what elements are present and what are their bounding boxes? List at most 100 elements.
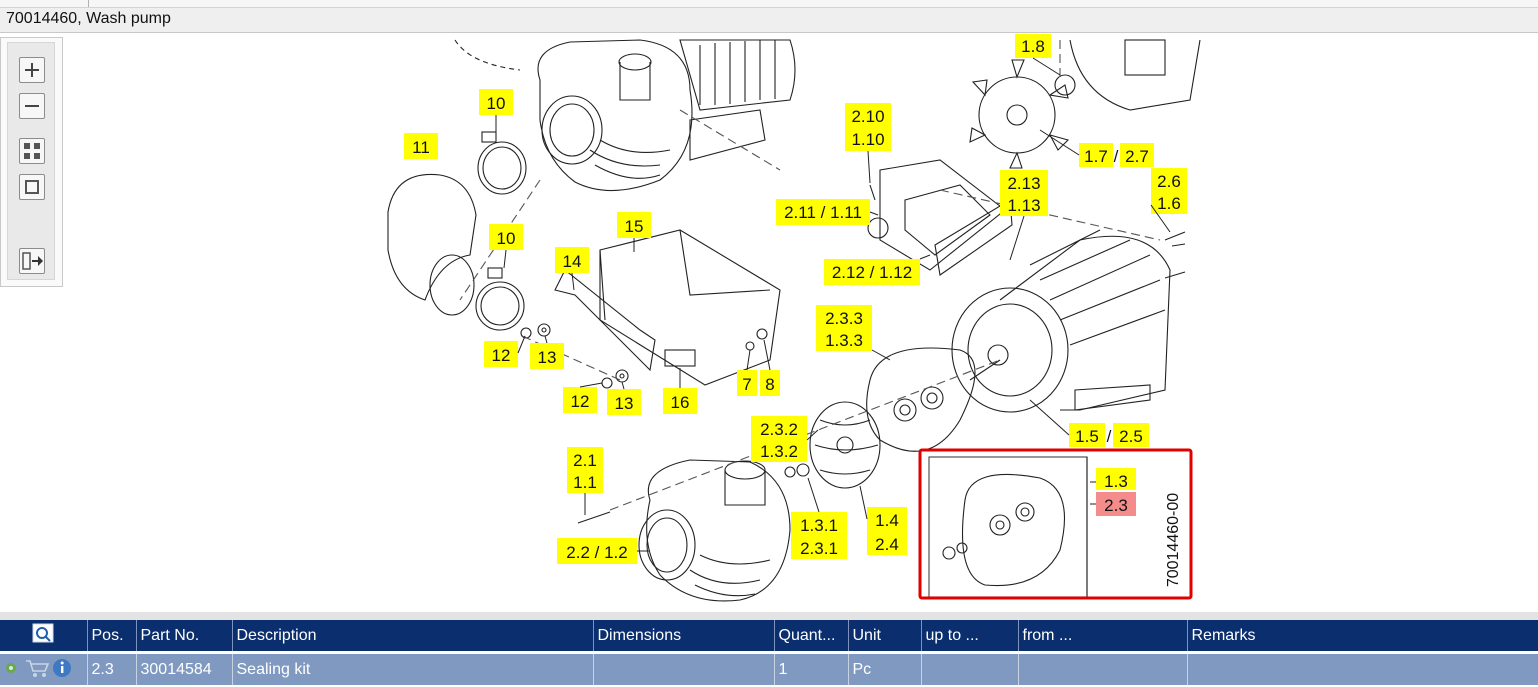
leader-lines (495, 57, 1171, 552)
column-header-description[interactable]: Description (232, 620, 594, 653)
export-button[interactable] (19, 248, 45, 274)
svg-text:12: 12 (571, 392, 590, 411)
svg-text:2.5: 2.5 (1119, 427, 1143, 446)
svg-text:1.5: 1.5 (1075, 427, 1099, 446)
svg-text:1.3.3: 1.3.3 (825, 331, 863, 350)
callout-2-12-1-12[interactable]: 2.12 / 1.12 (824, 259, 920, 285)
svg-text:2.11 / 1.11: 2.11 / 1.11 (784, 203, 862, 222)
callout-2-1[interactable]: 2.1 (567, 447, 603, 471)
svg-text:2.3.2: 2.3.2 (760, 420, 798, 439)
svg-text:1.10: 1.10 (851, 130, 884, 149)
callout-1-6[interactable]: 1.6 (1151, 190, 1187, 214)
callout-1-7[interactable]: 1.7 (1079, 143, 1113, 167)
svg-text:12: 12 (492, 346, 511, 365)
callout-2-6[interactable]: 2.6 (1151, 168, 1187, 192)
svg-text:2.3: 2.3 (1104, 496, 1128, 515)
callout-2-3-2[interactable]: 2.3.2 (751, 416, 807, 440)
column-header-up-to[interactable]: up to ... (921, 620, 1019, 653)
svg-text:2.10: 2.10 (851, 107, 884, 126)
callout-2-13[interactable]: 2.13 (1000, 170, 1048, 194)
fit-window-button[interactable] (19, 174, 45, 200)
column-header-from[interactable]: from ... (1018, 620, 1188, 653)
preview-icon (32, 623, 54, 643)
callout-2-3-3[interactable]: 2.3.3 (816, 305, 872, 329)
callout-1-3-1[interactable]: 1.3.1 (791, 512, 847, 536)
callout-1-10[interactable]: 1.10 (845, 127, 891, 151)
callout-1-1[interactable]: 1.1 (567, 469, 603, 493)
window-title: 70014460, Wash pump (6, 10, 171, 27)
motor-main (951, 229, 1171, 413)
zoom-out-button[interactable] (19, 93, 45, 119)
selection-highlight-box (918, 448, 1193, 600)
svg-text:/: / (1107, 427, 1112, 446)
grid-divider (0, 612, 1538, 620)
column-header-quantity[interactable]: Quant... (774, 620, 849, 653)
cell-quantity: 1 (774, 651, 849, 685)
callout-12[interactable]: 12 (484, 341, 518, 367)
pump-head-top (454, 39, 693, 192)
svg-text:10: 10 (487, 94, 506, 113)
o-ring-and-seals (866, 347, 976, 452)
callout-1-3-2[interactable]: 1.3.2 (751, 438, 807, 462)
cart-icon[interactable] (26, 660, 50, 677)
export-icon (22, 252, 43, 270)
callout-13[interactable]: 13 (607, 389, 641, 415)
callout-10[interactable]: 10 (479, 89, 513, 115)
svg-text:1.8: 1.8 (1021, 37, 1045, 56)
column-header-pos[interactable]: Pos. (87, 620, 137, 653)
column-header-icon[interactable] (0, 620, 88, 653)
svg-text:1.6: 1.6 (1157, 194, 1181, 213)
svg-text:2.1: 2.1 (573, 451, 597, 470)
callout-2-11-1-11[interactable]: 2.11 / 1.11 (776, 199, 870, 225)
drawing-number: 70014460-00 (1165, 493, 1182, 587)
terminal-box (867, 159, 1013, 276)
callout-8[interactable]: 8 (760, 370, 780, 396)
callout-2-7[interactable]: 2.7 (1120, 143, 1154, 167)
svg-text:14: 14 (563, 252, 582, 271)
callout-2-3-1[interactable]: 2.3.1 (791, 535, 847, 559)
callout-1-13[interactable]: 1.13 (1000, 192, 1048, 216)
zoom-in-button[interactable] (19, 57, 45, 83)
svg-text:13: 13 (615, 394, 634, 413)
callout-1-5[interactable]: 1.5 (1069, 423, 1105, 447)
column-header-remarks[interactable]: Remarks (1187, 620, 1538, 653)
zoom-out-icon (25, 105, 39, 107)
callout-15[interactable]: 15 (617, 212, 651, 238)
callout-2-4[interactable]: 2.4 (867, 531, 907, 555)
motor-top (679, 39, 796, 161)
callout-2-3-selected[interactable]: 2.3 (1096, 492, 1136, 516)
callout-13[interactable]: 13 (530, 343, 564, 369)
callout-2-2-1-2[interactable]: 2.2 / 1.2 (557, 538, 637, 564)
callout-11[interactable]: 11 (404, 133, 438, 159)
cell-part-no: 30014584 (136, 651, 233, 685)
svg-text:2.6: 2.6 (1157, 172, 1181, 191)
info-icon[interactable] (53, 659, 71, 677)
callout-14[interactable]: 14 (555, 247, 589, 273)
table-row[interactable]: 2.3 30014584 Sealing kit 1 Pc (0, 651, 1538, 685)
column-header-part-no[interactable]: Part No. (136, 620, 233, 653)
callout-1-3-3[interactable]: 1.3.3 (816, 327, 872, 351)
callout-1-3[interactable]: 1.3 (1096, 468, 1136, 491)
svg-text:1.3: 1.3 (1104, 472, 1128, 491)
fit-window-icon (25, 180, 39, 194)
callout-16[interactable]: 16 (663, 388, 697, 414)
callout-1-8[interactable]: 1.8 (1015, 34, 1051, 58)
callout-7[interactable]: 7 (737, 370, 757, 396)
column-header-dimensions[interactable]: Dimensions (593, 620, 775, 653)
callout-2-5[interactable]: 2.5 (1113, 423, 1149, 447)
callout-10[interactable]: 10 (489, 224, 523, 250)
column-header-unit[interactable]: Unit (848, 620, 922, 653)
callout-1-4[interactable]: 1.4 (867, 507, 907, 531)
hose-clamp-upper (477, 131, 527, 195)
svg-text:13: 13 (538, 348, 557, 367)
svg-text:2.4: 2.4 (875, 535, 899, 554)
svg-text:11: 11 (412, 138, 430, 157)
fit-all-button[interactable] (19, 138, 45, 164)
svg-text:1.7: 1.7 (1084, 147, 1108, 166)
svg-text:1.1: 1.1 (573, 473, 597, 492)
svg-text:7: 7 (742, 375, 751, 394)
callout-2-10[interactable]: 2.10 (845, 103, 891, 127)
status-icon[interactable] (6, 663, 16, 673)
callout-12[interactable]: 12 (563, 387, 597, 413)
cell-from (1018, 651, 1188, 685)
